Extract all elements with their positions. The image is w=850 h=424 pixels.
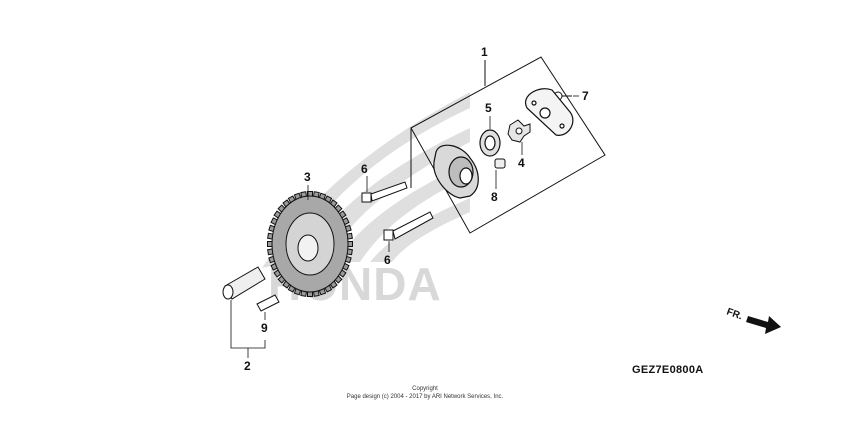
callout-2: 2 — [244, 359, 251, 373]
stud-bolt — [256, 294, 280, 312]
callout-1: 1 — [481, 45, 488, 59]
copyright-notice: Page design (c) 2004 - 2017 by ARI Netwo… — [346, 394, 504, 400]
callout-7: 7 — [582, 89, 589, 103]
callout-5: 5 — [485, 101, 492, 115]
outer-rotor — [479, 129, 501, 157]
dowel-pin-part-2 — [222, 266, 266, 300]
callout-3: 3 — [304, 170, 311, 184]
pump-body — [433, 144, 479, 199]
diagram-code: GEZ7E0800A — [632, 364, 704, 376]
callout-8: 8 — [491, 190, 498, 204]
callout-4: 4 — [518, 156, 525, 170]
copyright-label: Copyright — [412, 386, 438, 392]
front-direction-indicator: FR. — [725, 306, 781, 334]
inner-rotor — [507, 119, 531, 143]
oil-pump-gear — [267, 191, 353, 297]
flange-bolt-lower — [383, 211, 434, 241]
assembly-outline — [410, 56, 606, 234]
callout-9: 9 — [261, 321, 268, 335]
pump-cover — [524, 88, 574, 136]
front-label: FR. — [725, 306, 744, 322]
callout-6-lower: 6 — [384, 253, 391, 267]
callout-6-upper: 6 — [361, 162, 368, 176]
dowel-pin — [494, 158, 506, 169]
front-arrow-icon — [746, 316, 781, 334]
flange-bolt-upper — [361, 181, 408, 203]
leader-lines — [230, 95, 579, 358]
